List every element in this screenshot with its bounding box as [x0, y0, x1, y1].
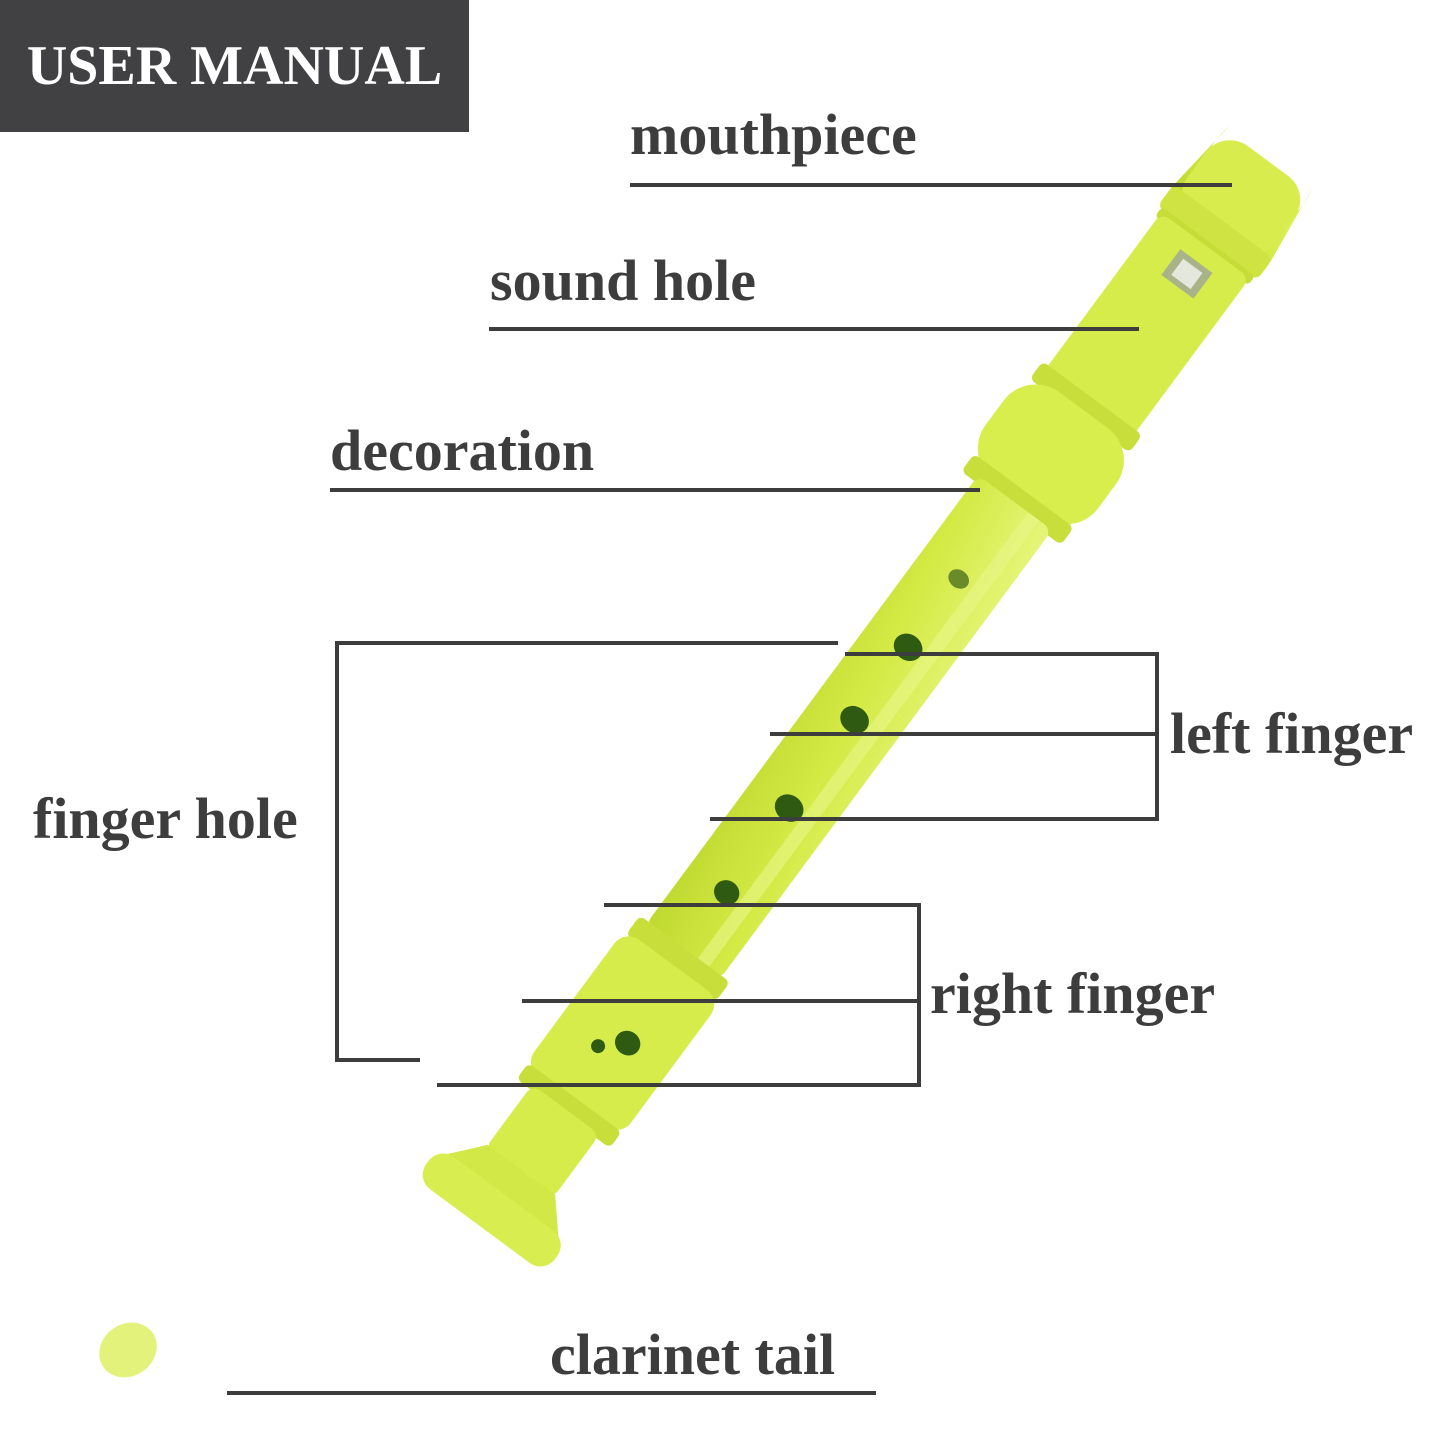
recorder-illustration	[422, 126, 1313, 1267]
label-mouthpiece: mouthpiece	[630, 102, 917, 167]
leader-lines	[227, 183, 1232, 1395]
header-title: USER MANUAL	[26, 35, 443, 97]
label-finger-hole: finger hole	[33, 786, 298, 851]
label-sound-hole: sound hole	[490, 248, 756, 313]
label-right-finger: right finger	[930, 961, 1216, 1026]
label-left-finger: left finger	[1170, 701, 1414, 766]
tail-opening	[99, 1322, 157, 1378]
label-clarinet-tail: clarinet tail	[550, 1322, 836, 1387]
user-manual-header: USER MANUAL	[0, 0, 469, 132]
label-decoration: decoration	[330, 418, 595, 483]
